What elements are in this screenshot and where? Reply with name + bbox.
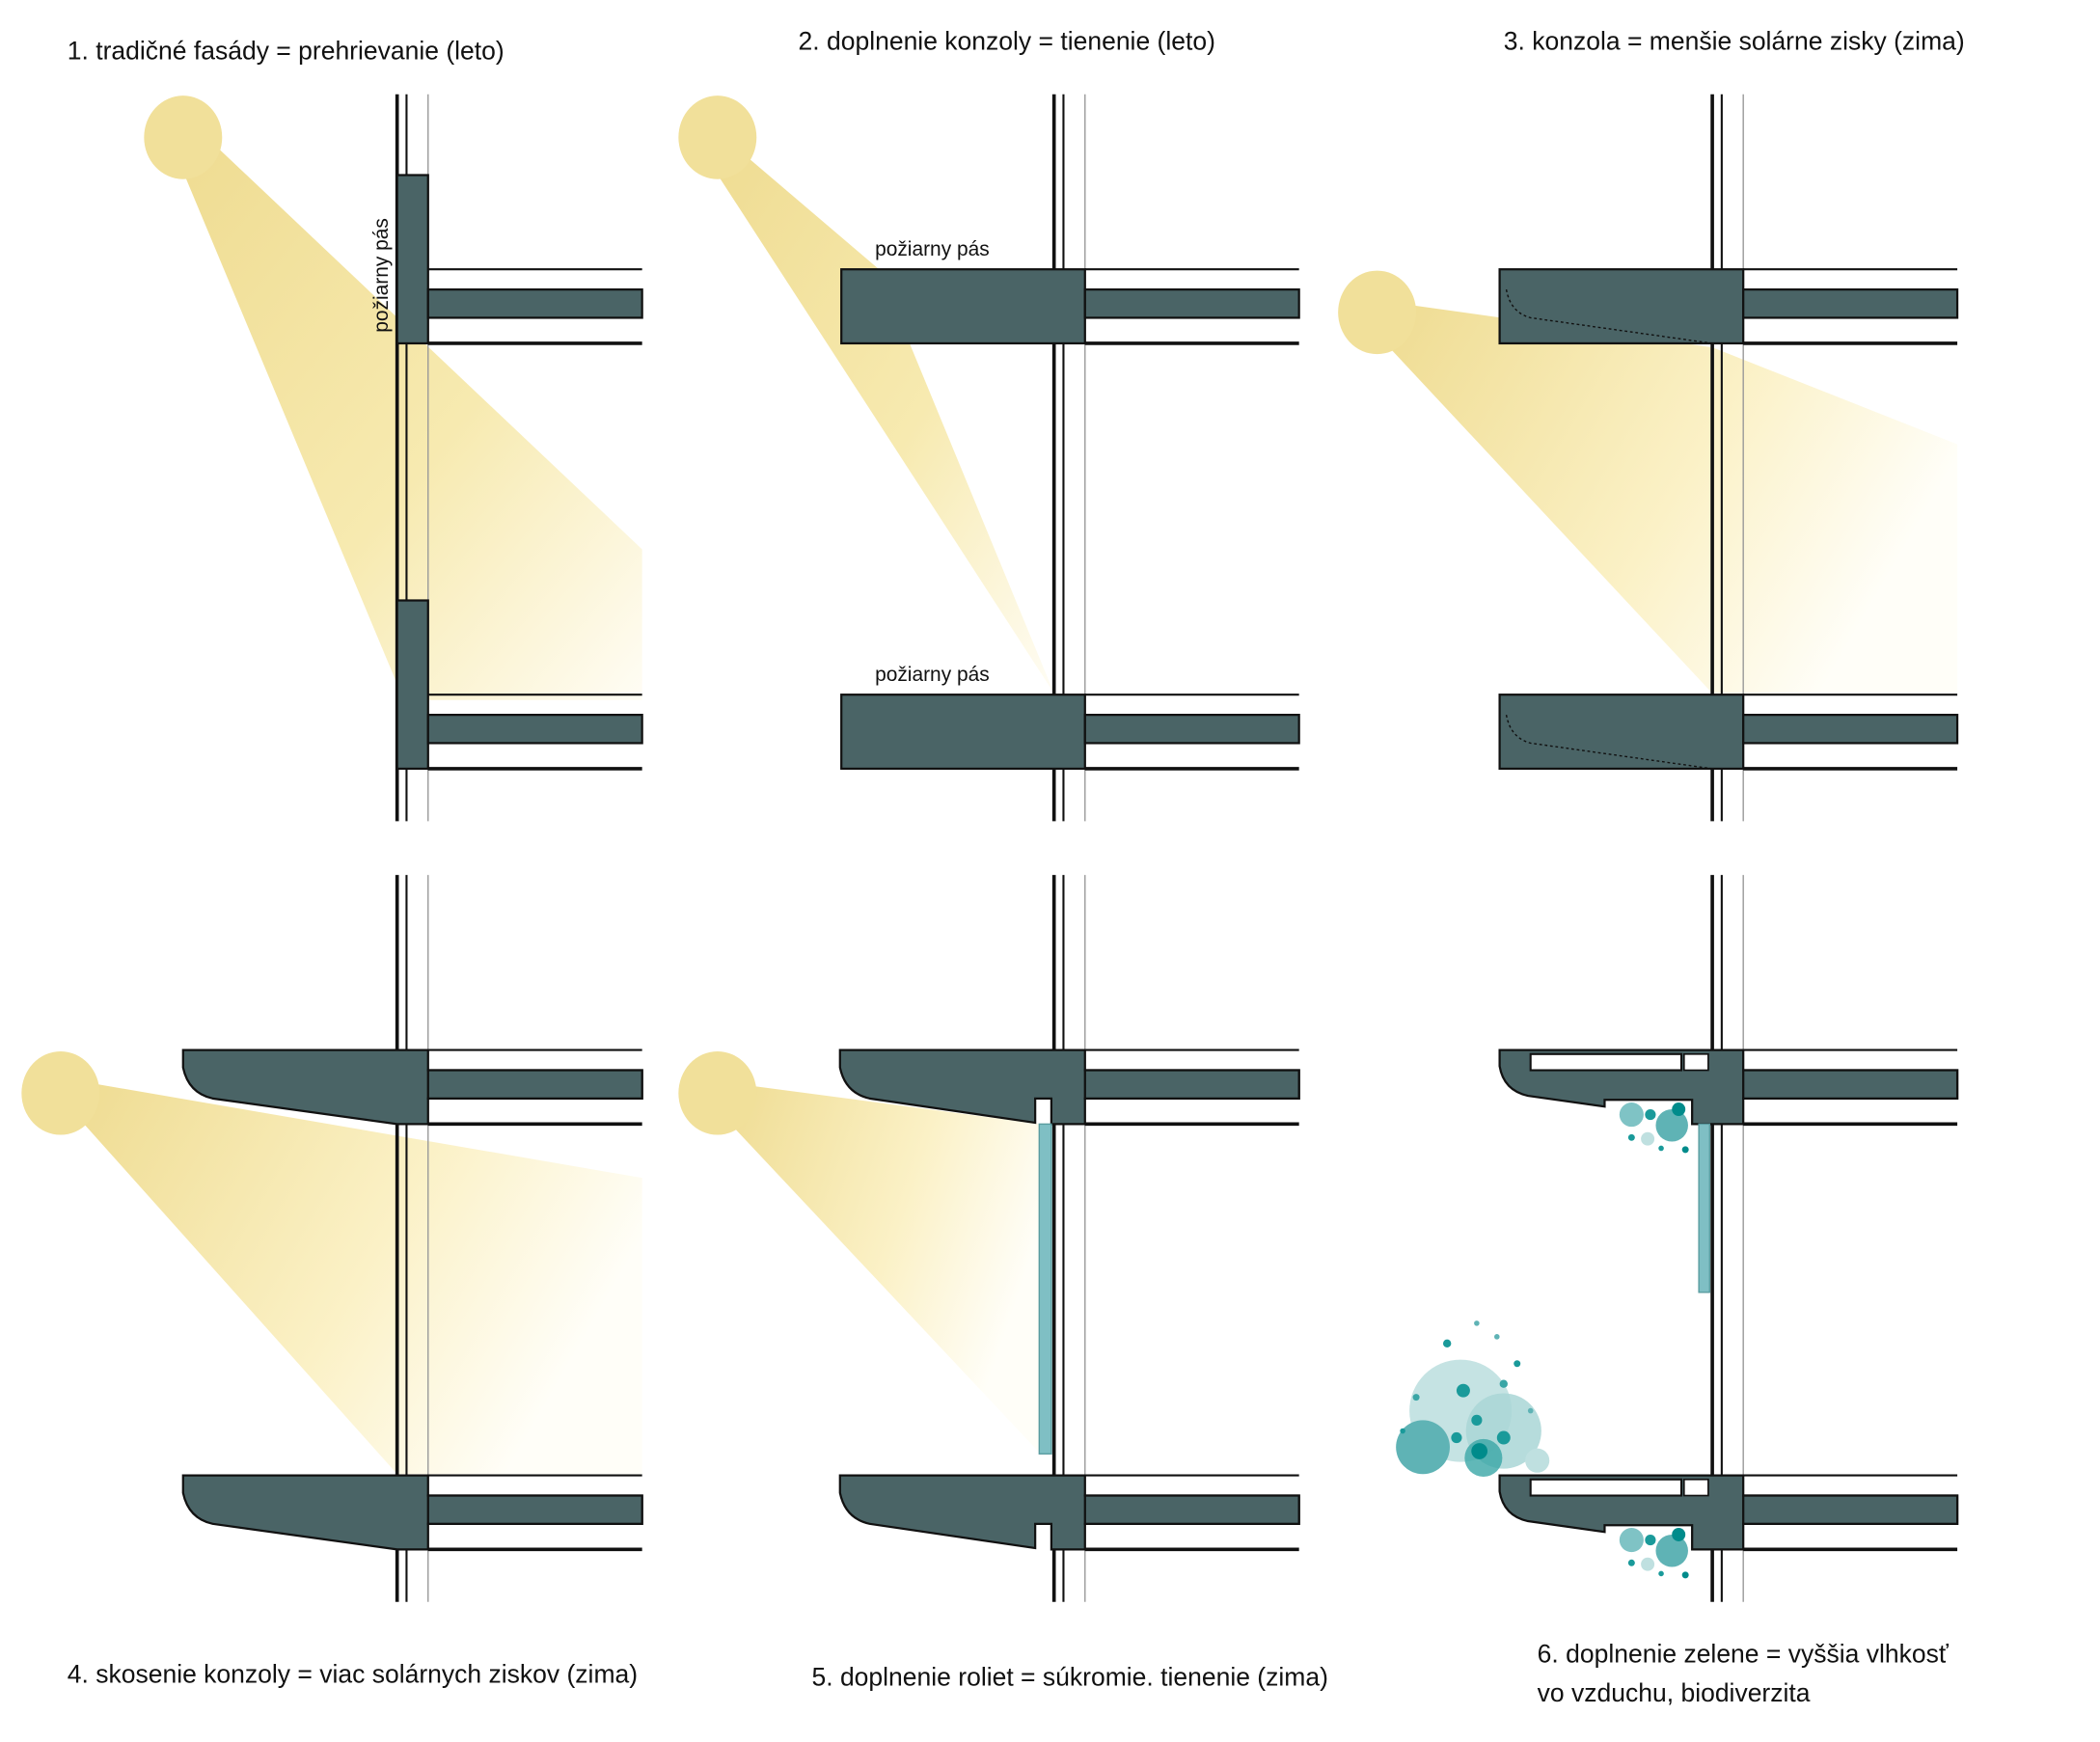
floor-slab [1741, 267, 1959, 345]
greenery-bottom [1619, 1102, 1689, 1154]
console [840, 694, 1086, 771]
sun-icon [678, 1050, 757, 1135]
sun-icon [1338, 270, 1417, 355]
panel-3 [1338, 92, 1959, 824]
greenery-top [1396, 1320, 1550, 1477]
planter-box [1529, 1052, 1683, 1072]
panel-6-title-line2: vo vzduchu, biodiverzita [1538, 1678, 1811, 1707]
sun-icon [21, 1050, 100, 1135]
floor-slab [1741, 1048, 1959, 1127]
planter-gap [1682, 1052, 1709, 1072]
roller-blind [1698, 1123, 1710, 1293]
console [840, 268, 1086, 345]
sun-beam [181, 145, 642, 700]
floor-slab [1082, 267, 1301, 345]
sun-beam [77, 1083, 642, 1475]
floor-slab [425, 267, 644, 345]
panel-1-title: 1. tradičné fasády = prehrievanie (leto) [68, 37, 505, 66]
floor-slab [1741, 693, 1959, 771]
fire-belt [395, 174, 429, 345]
sun-beam [723, 1083, 1041, 1455]
greenery-bottom [1619, 1528, 1689, 1579]
sun-icon [144, 95, 223, 179]
floor-slab [425, 693, 644, 771]
panel-5-title: 5. doplnenie roliet = súkromie. tienenie… [811, 1662, 1327, 1691]
planter-box [1529, 1478, 1683, 1497]
fire-belt-label: požiarny pás [370, 218, 393, 333]
panel-4 [21, 873, 644, 1604]
floor-slab [425, 1048, 644, 1127]
sun-icon [678, 95, 757, 179]
panel-2 [678, 92, 1301, 824]
console [1498, 268, 1745, 345]
floor-slab [1082, 693, 1301, 771]
floor-slab [1082, 1473, 1301, 1552]
panel-6 [1396, 873, 1959, 1604]
floor-slab [1082, 1048, 1301, 1127]
chamfer-outline [1505, 714, 1713, 770]
floor-slab [1741, 1473, 1959, 1552]
planter-gap [1682, 1478, 1709, 1497]
roller-blind [1038, 1123, 1052, 1455]
panel-1: 1. tradičné fasády = prehrievanie (leto)… [68, 37, 644, 824]
fire-belt [395, 599, 429, 771]
panel-4-title: 4. skosenie konzoly = viac solárnych zis… [68, 1659, 638, 1688]
panel-2-title: 2. doplnenie konzoly = tienenie (leto) [799, 27, 1215, 56]
sun-beam [1389, 303, 1958, 694]
panel-3-title: 3. konzola = menšie solárne zisky (zima) [1504, 27, 1965, 56]
fire-belt-label: požiarny pás [875, 664, 990, 686]
floor-slab [425, 1473, 644, 1552]
panel-5 [678, 873, 1301, 1604]
panel-6-title-line1: 6. doplnenie zelene = vyššia vlhkosť [1538, 1640, 1950, 1669]
fire-belt-label: požiarny pás [875, 238, 990, 260]
console [1498, 694, 1745, 771]
chamfer-outline [1505, 289, 1713, 344]
sun-beam [713, 145, 1054, 694]
